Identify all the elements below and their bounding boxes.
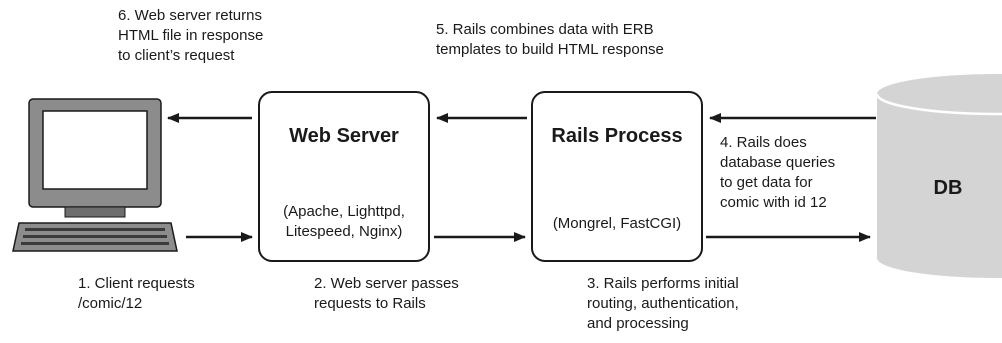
web-server-subtitle: (Apache, Lighttpd, Litespeed, Nginx) [283, 203, 405, 240]
web-server-box: Web Server (Apache, Lighttpd, Litespeed,… [258, 91, 430, 262]
step-2-label: 2. Web server passes requests to Rails [314, 275, 459, 312]
database-cylinder-icon [877, 74, 1002, 278]
rails-process-title: Rails Process [551, 125, 683, 147]
step-1-label: 1. Client requests /comic/12 [78, 275, 195, 312]
rails-process-box: Rails Process (Mongrel, FastCGI) [531, 91, 703, 262]
computer-terminal-icon [12, 98, 178, 252]
step-3-label: 3. Rails performs initial routing, authe… [587, 275, 739, 332]
rails-process-subtitle: (Mongrel, FastCGI) [552, 215, 682, 232]
step-6-label: 6. Web server returns HTML file in respo… [118, 7, 264, 64]
step-4-label: 4. Rails does database queries to get da… [720, 134, 836, 211]
web-server-title: Web Server [289, 125, 399, 147]
db-label: DB [933, 177, 963, 199]
step-5-label: 5. Rails combines data with ERB template… [436, 21, 664, 58]
